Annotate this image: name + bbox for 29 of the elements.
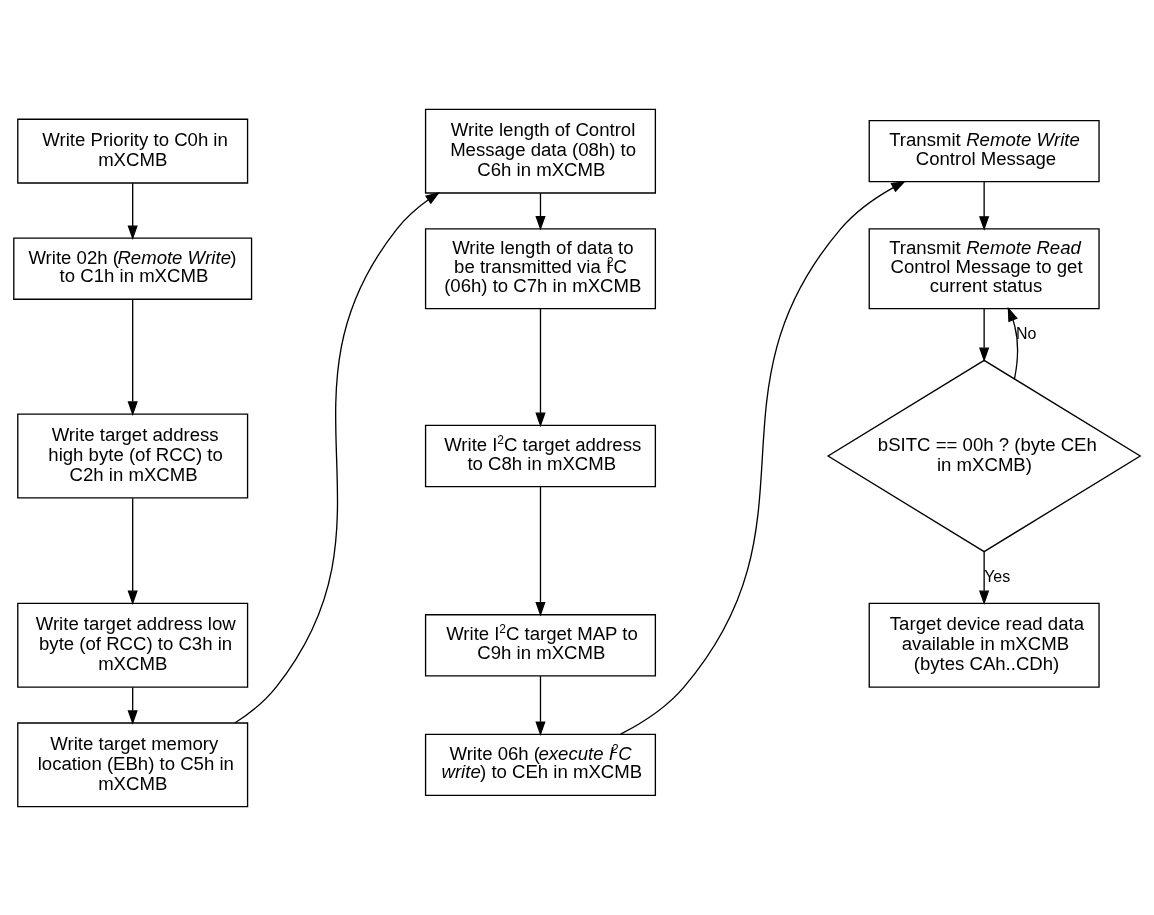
arrow: [979, 550, 990, 605]
node-box: Write target memory location (EBh) to C5h in mXCMB: [17, 721, 249, 807]
arrow: [979, 307, 990, 362]
node-box: Transmit Remote Read Control Message to get current status: [868, 227, 1100, 309]
arrow: [619, 180, 906, 735]
node-box: Write 06h (execute I$^{2}$C write) to CEh in mXCMB: [424, 733, 657, 796]
arrow: [127, 298, 138, 416]
node-box: Transmit Remote Write Control Message: [868, 119, 1100, 182]
arrow: [979, 180, 990, 231]
arrow: [535, 485, 546, 617]
arrow: [535, 192, 546, 231]
arrow: [127, 686, 138, 725]
arrow: [127, 497, 138, 605]
node-box: Write target address low byte (of RCC) to C3h in mXCMB: [17, 602, 249, 688]
arrow: [1007, 306, 1019, 380]
node-box: Target device read data available in mXCMB (bytes CAh..CDh): [868, 602, 1100, 688]
node-box: Write 02h (Remote Write) to C1h in mXCMB: [13, 237, 253, 300]
edge-label: No: [1016, 324, 1037, 342]
arrow: [535, 674, 546, 736]
arrow: [535, 307, 546, 427]
arrow: [234, 191, 441, 724]
node-box: Write I$^{2}$C target address to C8h in mXCMB: [424, 424, 657, 487]
node-box: Write Priority to C0h in mXCMB: [17, 118, 249, 184]
node-box: Write length of Control Message data (08h) to C6h in mXCMB: [424, 108, 657, 194]
node-box: Write I$^{2}$C target MAP to C9h in mXCMB: [424, 613, 657, 676]
node-box: Write target address high byte (of RCC) to C2h in mXCMB: [17, 413, 249, 498]
node-diamond: bSITC == 00h ? (byte CEh in mXCMB): [826, 359, 1142, 552]
edge-label: Yes: [984, 567, 1011, 585]
arrow: [127, 182, 138, 240]
